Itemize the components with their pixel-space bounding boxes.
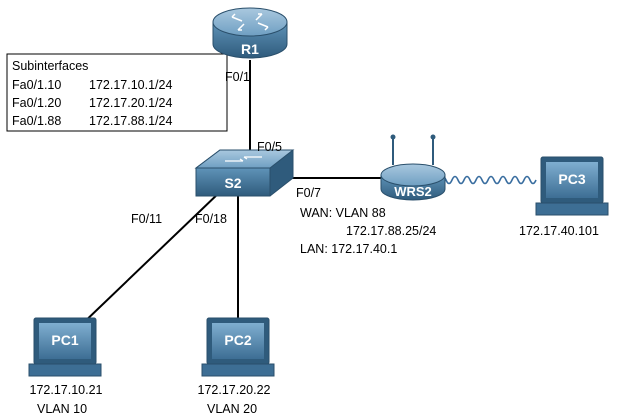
- port-label-s2-f05: F0/5: [257, 140, 282, 154]
- wrs2-label: WRS2: [394, 184, 432, 199]
- pc1-ip: 172.17.10.21: [30, 383, 103, 397]
- wrs2-wan-vlan: WAN: VLAN 88: [300, 206, 386, 220]
- switch-s2[interactable]: S2: [194, 149, 295, 197]
- subinterface-address: 172.17.20.1/24: [89, 96, 172, 110]
- subinterfaces-box: Subinterfaces Fa0/1.10 172.17.10.1/24 Fa…: [6, 53, 228, 132]
- port-label-s2-f07: F0/7: [296, 186, 321, 200]
- pc3-ip: 172.17.40.101: [519, 224, 599, 238]
- wrs2-lan-ip: LAN: 172.17.40.1: [300, 242, 397, 256]
- pc3[interactable]: PC3: [535, 156, 609, 216]
- wrs2-wan-ip: 172.17.88.25/24: [346, 224, 436, 238]
- pc1-label: PC1: [51, 332, 78, 348]
- switch-arrows-icon: [225, 156, 262, 162]
- pc2-ip: 172.17.20.22: [198, 383, 271, 397]
- port-label-s2-f011: F0/11: [131, 212, 162, 226]
- r1-label: R1: [241, 41, 259, 57]
- subinterface-address: 172.17.88.1/24: [89, 114, 172, 128]
- pc2-vlan: VLAN 20: [207, 402, 257, 416]
- pc2[interactable]: PC2: [201, 317, 275, 377]
- subinterface-name: Fa0/1.10: [12, 78, 61, 92]
- wireless-link: [439, 175, 537, 185]
- subinterfaces-title: Subinterfaces: [12, 59, 88, 73]
- s2-label: S2: [224, 175, 241, 191]
- router-arrows-icon: [231, 13, 269, 31]
- wireless-router-wrs2[interactable]: WRS2: [380, 134, 446, 201]
- pc1-vlan: VLAN 10: [37, 402, 87, 416]
- subinterface-address: 172.17.10.1/24: [89, 78, 172, 92]
- port-label-r1-f01: F0/1: [225, 70, 250, 84]
- pc3-label: PC3: [558, 171, 585, 187]
- pc1[interactable]: PC1: [28, 317, 102, 377]
- router-r1[interactable]: R1: [212, 7, 288, 59]
- subinterface-name: Fa0/1.20: [12, 96, 61, 110]
- pc2-label: PC2: [224, 332, 251, 348]
- port-label-s2-f018: F0/18: [195, 212, 227, 226]
- subinterface-name: Fa0/1.88: [12, 114, 61, 128]
- link-s2-pc1: [77, 189, 223, 329]
